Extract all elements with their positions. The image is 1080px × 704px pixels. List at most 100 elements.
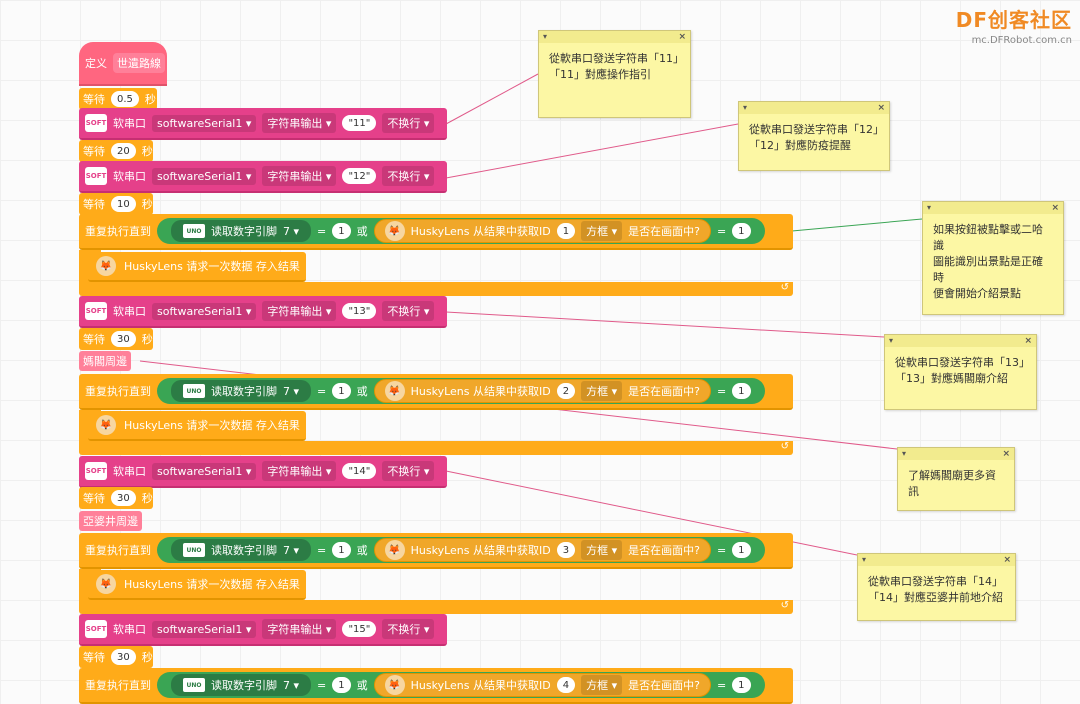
wait-value[interactable]: 20: [111, 143, 136, 159]
string-value[interactable]: "14": [342, 463, 377, 479]
pin-dropdown[interactable]: 7 ▾: [283, 678, 300, 692]
serial-block[interactable]: SOFT 软串口 softwareSerial1 ▾ 字符串输出 ▾ "11" …: [79, 108, 447, 140]
close-icon[interactable]: ×: [1051, 203, 1059, 213]
wait-block[interactable]: 等待 30 秒: [79, 328, 153, 350]
serial-block[interactable]: SOFT 软串口 softwareSerial1 ▾ 字符串输出 ▾ "14" …: [79, 456, 447, 488]
serial-block[interactable]: SOFT 软串口 softwareSerial1 ▾ 字符串输出 ▾ "12" …: [79, 161, 447, 193]
comment-note[interactable]: ▾× 從軟串口發送字符串「11」 「11」對應操作指引: [538, 30, 691, 118]
repeat-until-block[interactable]: 重复执行直到 UNO 读取数字引脚 7 ▾ = 1 或 🦊 HuskyLens …: [79, 374, 793, 410]
husky-request-block[interactable]: 🦊 HuskyLens 请求一次数据 存入结果: [88, 570, 306, 600]
wait-value[interactable]: 30: [111, 490, 136, 506]
repeat-until-block[interactable]: 重复执行直到 UNO 读取数字引脚 7 ▾ = 1 或 🦊 HuskyLens …: [79, 668, 793, 704]
compare-value[interactable]: 1: [732, 542, 751, 558]
section-label[interactable]: 媽閣周邊: [79, 351, 131, 371]
box-dropdown[interactable]: 方框 ▾: [581, 675, 623, 695]
newline-dropdown[interactable]: 不换行 ▾: [382, 301, 435, 321]
wait-block[interactable]: 等待 10 秒: [79, 193, 153, 215]
string-value[interactable]: "12": [342, 168, 377, 184]
digital-read-block[interactable]: UNO 读取数字引脚 7 ▾: [171, 674, 312, 696]
serial-block[interactable]: SOFT 软串口 softwareSerial1 ▾ 字符串输出 ▾ "15" …: [79, 614, 447, 646]
wait-block[interactable]: 等待 30 秒: [79, 487, 153, 509]
box-dropdown[interactable]: 方框 ▾: [581, 381, 623, 401]
wait-block[interactable]: 等待 30 秒: [79, 646, 153, 668]
or-condition[interactable]: UNO 读取数字引脚 7 ▾ = 1 或 🦊 HuskyLens 从结果中获取I…: [157, 672, 765, 698]
compare-value[interactable]: 1: [732, 677, 751, 693]
collapse-icon[interactable]: ▾: [862, 555, 867, 564]
wait-value[interactable]: 30: [111, 331, 136, 347]
husky-id-block[interactable]: 🦊 HuskyLens 从结果中获取ID 4 方框 ▾ 是否在画面中?: [373, 673, 711, 697]
compare-value[interactable]: 1: [732, 223, 751, 239]
husky-request-block[interactable]: 🦊 HuskyLens 请求一次数据 存入结果: [88, 411, 306, 441]
digital-read-block[interactable]: UNO 读取数字引脚 7 ▾: [171, 380, 312, 402]
port-dropdown[interactable]: softwareSerial1 ▾: [152, 620, 257, 638]
section-label[interactable]: 亞婆井周邊: [79, 511, 142, 531]
compare-value[interactable]: 1: [332, 677, 351, 693]
comment-note[interactable]: ▾× 從軟串口發送字符串「12」 「12」對應防疫提醒: [738, 101, 890, 171]
repeat-until-block[interactable]: 重复执行直到 UNO 读取数字引脚 7 ▾ = 1 或 🦊 HuskyLens …: [79, 214, 793, 250]
id-value[interactable]: 2: [556, 383, 576, 399]
wait-block[interactable]: 等待 20 秒: [79, 140, 153, 162]
string-value[interactable]: "15": [342, 621, 377, 637]
pin-dropdown[interactable]: 7 ▾: [283, 543, 300, 557]
loop-arrow-icon: ↺: [780, 282, 789, 293]
collapse-icon[interactable]: ▾: [902, 449, 907, 458]
note-line: 從軟串口發送字符串「12」: [749, 123, 884, 136]
collapse-icon[interactable]: ▾: [743, 103, 748, 112]
newline-dropdown[interactable]: 不换行 ▾: [382, 619, 435, 639]
port-dropdown[interactable]: softwareSerial1 ▾: [152, 302, 257, 320]
compare-value[interactable]: 1: [732, 383, 751, 399]
wait-value[interactable]: 30: [111, 649, 136, 665]
husky-id-block[interactable]: 🦊 HuskyLens 从结果中获取ID 3 方框 ▾ 是否在画面中?: [373, 538, 711, 562]
id-value[interactable]: 4: [556, 677, 576, 693]
newline-dropdown[interactable]: 不换行 ▾: [382, 461, 435, 481]
or-condition[interactable]: UNO 读取数字引脚 7 ▾ = 1 或 🦊 HuskyLens 从结果中获取I…: [157, 218, 765, 244]
comment-note[interactable]: ▾× 如果按鈕被點擊或二哈識 圖能識別出景點是正確時 便會開始介紹景點: [922, 201, 1064, 315]
or-condition[interactable]: UNO 读取数字引脚 7 ▾ = 1 或 🦊 HuskyLens 从结果中获取I…: [157, 378, 765, 404]
collapse-icon[interactable]: ▾: [927, 203, 932, 212]
box-dropdown[interactable]: 方框 ▾: [581, 221, 623, 241]
compare-value[interactable]: 1: [332, 542, 351, 558]
compare-value[interactable]: 1: [332, 223, 351, 239]
compare-value[interactable]: 1: [332, 383, 351, 399]
id-value[interactable]: 3: [556, 542, 576, 558]
close-icon[interactable]: ×: [1003, 555, 1011, 565]
close-icon[interactable]: ×: [678, 32, 686, 42]
define-name[interactable]: 世遺路線: [113, 53, 165, 73]
repeat-until-block[interactable]: 重复执行直到 UNO 读取数字引脚 7 ▾ = 1 或 🦊 HuskyLens …: [79, 533, 793, 569]
define-hat-block[interactable]: 定义 世遺路線: [79, 42, 167, 86]
digital-read-block[interactable]: UNO 读取数字引脚 7 ▾: [171, 220, 312, 242]
wait-value[interactable]: 10: [111, 196, 136, 212]
digital-read-block[interactable]: UNO 读取数字引脚 7 ▾: [171, 539, 312, 561]
port-dropdown[interactable]: softwareSerial1 ▾: [152, 114, 257, 132]
serial-block[interactable]: SOFT 软串口 softwareSerial1 ▾ 字符串输出 ▾ "13" …: [79, 296, 447, 328]
port-dropdown[interactable]: softwareSerial1 ▾: [152, 167, 257, 185]
close-icon[interactable]: ×: [1024, 336, 1032, 346]
comment-note[interactable]: ▾× 從軟串口發送字符串「13」 「13」對應媽閣廟介紹: [884, 334, 1037, 410]
pin-dropdown[interactable]: 7 ▾: [283, 384, 300, 398]
or-condition[interactable]: UNO 读取数字引脚 7 ▾ = 1 或 🦊 HuskyLens 从结果中获取I…: [157, 537, 765, 563]
mode-dropdown[interactable]: 字符串输出 ▾: [262, 166, 337, 186]
string-value[interactable]: "13": [342, 303, 377, 319]
wait-value[interactable]: 0.5: [111, 91, 139, 107]
string-value[interactable]: "11": [342, 115, 377, 131]
mode-dropdown[interactable]: 字符串输出 ▾: [262, 461, 337, 481]
mode-dropdown[interactable]: 字符串输出 ▾: [262, 113, 337, 133]
collapse-icon[interactable]: ▾: [889, 336, 894, 345]
close-icon[interactable]: ×: [877, 103, 885, 113]
husky-id-block[interactable]: 🦊 HuskyLens 从结果中获取ID 2 方框 ▾ 是否在画面中?: [373, 379, 711, 403]
collapse-icon[interactable]: ▾: [543, 32, 548, 41]
pin-dropdown[interactable]: 7 ▾: [283, 224, 300, 238]
husky-id-block[interactable]: 🦊 HuskyLens 从结果中获取ID 1 方框 ▾ 是否在画面中?: [373, 219, 711, 243]
comment-note[interactable]: ▾× 從軟串口發送字符串「14」 「14」對應亞婆井前地介紹: [857, 553, 1016, 621]
box-dropdown[interactable]: 方框 ▾: [581, 540, 623, 560]
newline-dropdown[interactable]: 不换行 ▾: [382, 166, 435, 186]
close-icon[interactable]: ×: [1002, 449, 1010, 459]
husky-request-block[interactable]: 🦊 HuskyLens 请求一次数据 存入结果: [88, 252, 306, 282]
id-value[interactable]: 1: [556, 223, 576, 239]
wait-block[interactable]: 等待 0.5 秒: [79, 88, 157, 110]
mode-dropdown[interactable]: 字符串输出 ▾: [262, 301, 337, 321]
comment-note[interactable]: ▾× 了解媽閣廟更多資訊: [897, 447, 1015, 511]
mode-dropdown[interactable]: 字符串输出 ▾: [262, 619, 337, 639]
port-dropdown[interactable]: softwareSerial1 ▾: [152, 462, 257, 480]
newline-dropdown[interactable]: 不换行 ▾: [382, 113, 435, 133]
